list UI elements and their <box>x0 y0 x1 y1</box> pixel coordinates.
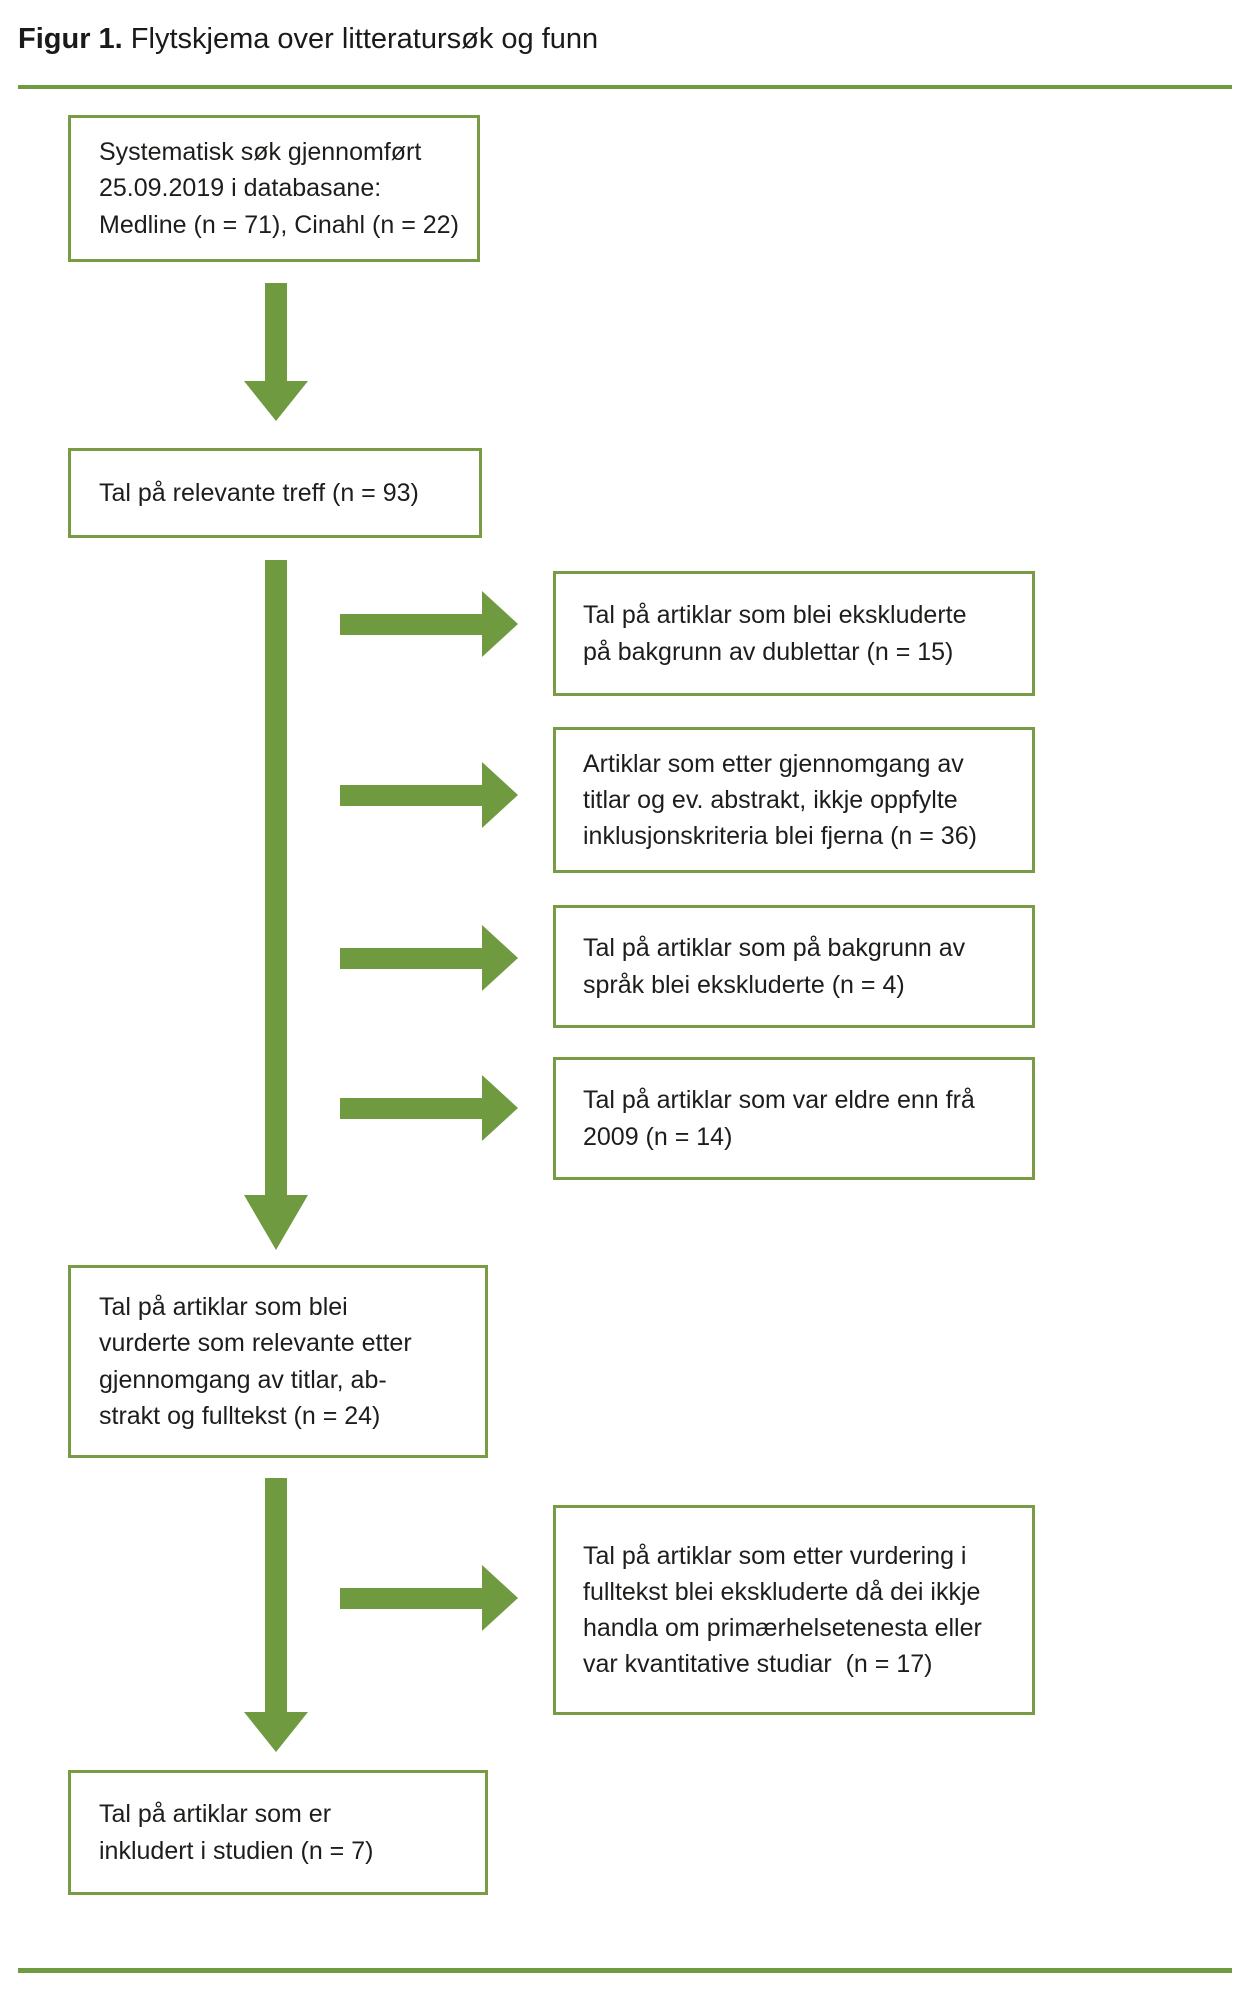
arrow-right-head-icon <box>482 591 518 657</box>
box-systematic-search-text: Systematisk søk gjennomført 25.09.2019 i… <box>99 138 459 239</box>
top-divider <box>18 85 1232 89</box>
box-included: Tal på artiklar som er inkludert i studi… <box>68 1770 488 1895</box>
box-excluded-fulltext: Tal på artiklar som etter vurdering i fu… <box>553 1505 1035 1715</box>
arrow-right-head-icon <box>482 925 518 991</box>
box-systematic-search: Systematisk søk gjennomført 25.09.2019 i… <box>68 115 480 262</box>
box-excluded-language-text: Tal på artiklar som på bakgrunn av språk… <box>583 934 966 999</box>
arrow-down-head-icon <box>244 1712 308 1752</box>
arrow-right-head-icon <box>482 1565 518 1631</box>
figure-caption: Flytskjema over litteratursøk og funn <box>122 23 599 55</box>
arrow-right-icon <box>340 785 482 806</box>
figure-number: Figur 1. <box>18 23 123 55</box>
box-excluded-year-text: Tal på artiklar som var eldre enn frå 20… <box>583 1086 975 1151</box>
arrow-down-long-icon <box>265 560 287 1197</box>
arrow-down-icon <box>265 1478 287 1714</box>
arrow-down-long-head-icon <box>244 1195 308 1250</box>
box-excluded-language: Tal på artiklar som på bakgrunn av språk… <box>553 905 1035 1028</box>
box-included-text: Tal på artiklar som er inkludert i studi… <box>99 1800 374 1865</box>
box-excluded-duplicates-text: Tal på artiklar som blei ekskluderte på … <box>583 601 967 666</box>
bottom-divider <box>18 1968 1232 1973</box>
arrow-down-icon <box>265 283 287 383</box>
box-assessed-relevant: Tal på artiklar som blei vurderte som re… <box>68 1265 488 1458</box>
figure-title: Figur 1. Flytskjema over litteratursøk o… <box>18 22 598 57</box>
box-excluded-criteria-text: Artiklar som etter gjennomgang av titlar… <box>583 749 977 851</box>
arrow-down-head-icon <box>244 381 308 421</box>
arrow-right-icon <box>340 1098 482 1119</box>
arrow-right-icon <box>340 614 482 635</box>
arrow-right-head-icon <box>482 1075 518 1141</box>
arrow-right-icon <box>340 1588 482 1609</box>
box-excluded-year: Tal på artiklar som var eldre enn frå 20… <box>553 1057 1035 1180</box>
box-excluded-fulltext-text: Tal på artiklar som etter vurdering i fu… <box>583 1541 982 1679</box>
arrow-right-head-icon <box>482 762 518 828</box>
arrow-right-icon <box>340 948 482 969</box>
box-excluded-criteria: Artiklar som etter gjennomgang av titlar… <box>553 727 1035 873</box>
box-excluded-duplicates: Tal på artiklar som blei ekskluderte på … <box>553 571 1035 696</box>
box-assessed-relevant-text: Tal på artiklar som blei vurderte som re… <box>99 1293 412 1430</box>
box-relevant-hits: Tal på relevante treff (n = 93) <box>68 448 482 538</box>
box-relevant-hits-text: Tal på relevante treff (n = 93) <box>99 478 419 507</box>
